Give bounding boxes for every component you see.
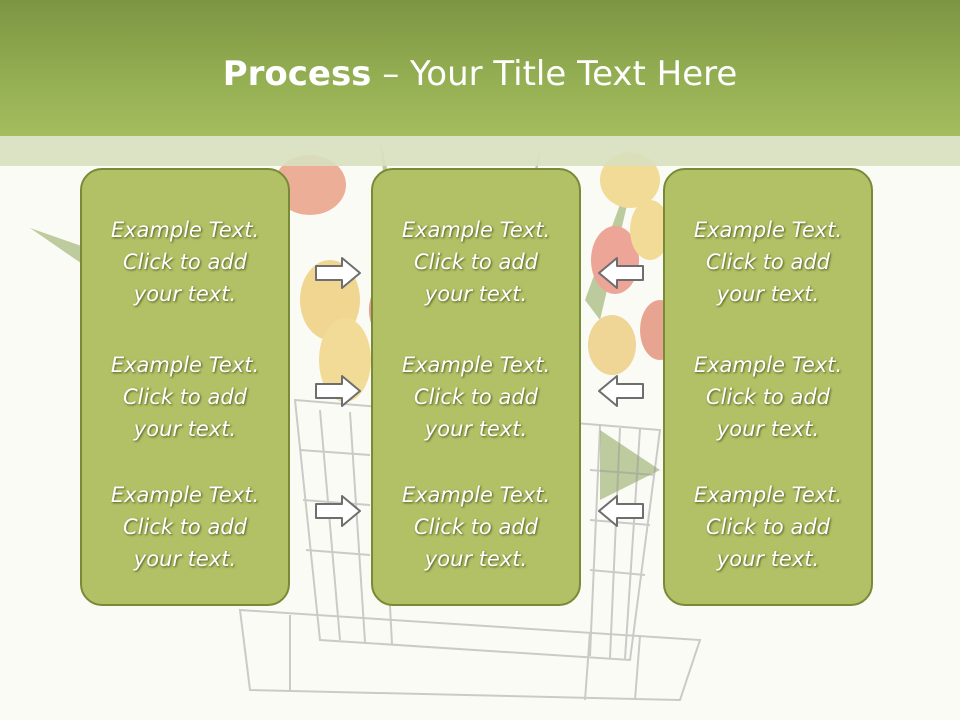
arrow-left-icon[interactable] bbox=[597, 256, 645, 290]
text-line: your text. bbox=[424, 282, 528, 306]
text-line: Example Text. bbox=[401, 353, 551, 377]
text-line: Click to add bbox=[122, 385, 247, 409]
text-line: your text. bbox=[716, 282, 820, 306]
text-line: your text. bbox=[424, 417, 528, 441]
slide-title[interactable]: Process – Your Title Text Here bbox=[0, 52, 960, 96]
text-block[interactable]: Example Text. Click to add your text. bbox=[82, 349, 288, 445]
text-line: Click to add bbox=[413, 250, 538, 274]
title-rest-text: – Your Title Text Here bbox=[371, 54, 738, 94]
text-block[interactable]: Example Text. Click to add your text. bbox=[373, 349, 579, 445]
text-line: your text. bbox=[133, 417, 237, 441]
text-line: Click to add bbox=[705, 515, 830, 539]
text-line: your text. bbox=[716, 547, 820, 571]
text-line: your text. bbox=[716, 417, 820, 441]
arrow-right-icon[interactable] bbox=[314, 374, 362, 408]
text-line: Click to add bbox=[413, 515, 538, 539]
text-block[interactable]: Example Text. Click to add your text. bbox=[665, 349, 871, 445]
text-line: Example Text. bbox=[401, 218, 551, 242]
text-line: Example Text. bbox=[110, 353, 260, 377]
title-bold-text: Process bbox=[222, 54, 372, 94]
text-line: Click to add bbox=[122, 250, 247, 274]
text-block[interactable]: Example Text. Click to add your text. bbox=[665, 214, 871, 310]
text-block[interactable]: Example Text. Click to add your text. bbox=[373, 214, 579, 310]
header-stripe bbox=[0, 136, 960, 166]
arrow-left-icon[interactable] bbox=[597, 374, 645, 408]
arrow-right-icon[interactable] bbox=[314, 256, 362, 290]
text-line: Click to add bbox=[705, 385, 830, 409]
text-line: Click to add bbox=[413, 385, 538, 409]
text-line: Example Text. bbox=[110, 483, 260, 507]
text-line: your text. bbox=[424, 547, 528, 571]
arrow-right-icon[interactable] bbox=[314, 494, 362, 528]
process-box-left[interactable]: Example Text. Click to add your text. Ex… bbox=[80, 168, 290, 606]
text-block[interactable]: Example Text. Click to add your text. bbox=[82, 214, 288, 310]
text-line: Example Text. bbox=[401, 483, 551, 507]
text-line: your text. bbox=[133, 547, 237, 571]
text-line: Example Text. bbox=[693, 218, 843, 242]
text-line: Click to add bbox=[705, 250, 830, 274]
process-box-center[interactable]: Example Text. Click to add your text. Ex… bbox=[371, 168, 581, 606]
text-line: Example Text. bbox=[693, 483, 843, 507]
arrow-left-icon[interactable] bbox=[597, 494, 645, 528]
process-box-right[interactable]: Example Text. Click to add your text. Ex… bbox=[663, 168, 873, 606]
text-line: Example Text. bbox=[693, 353, 843, 377]
title-bar bbox=[0, 0, 960, 136]
text-block[interactable]: Example Text. Click to add your text. bbox=[665, 479, 871, 575]
text-block[interactable]: Example Text. Click to add your text. bbox=[82, 479, 288, 575]
text-line: your text. bbox=[133, 282, 237, 306]
text-line: Click to add bbox=[122, 515, 247, 539]
text-block[interactable]: Example Text. Click to add your text. bbox=[373, 479, 579, 575]
text-line: Example Text. bbox=[110, 218, 260, 242]
